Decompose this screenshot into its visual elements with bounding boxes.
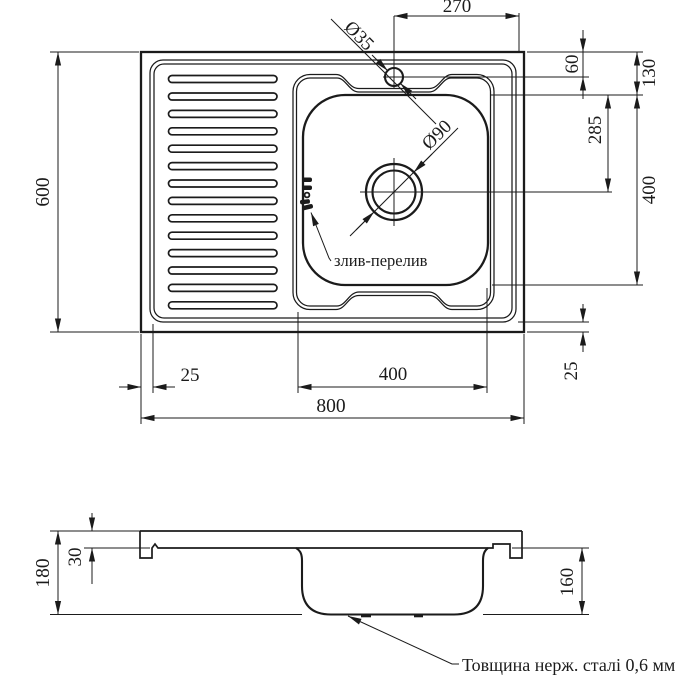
dim-flange-right: 25 (518, 304, 589, 381)
dim-bowl-height: 400 (492, 95, 660, 286)
dim-side-rim-drop: 30 (65, 513, 150, 584)
side-profile (139, 530, 523, 618)
drain (360, 158, 612, 226)
dim-label-25-left: 25 (181, 365, 200, 386)
dim-bowl-from-top: 130 (490, 52, 660, 96)
bowl (301, 93, 490, 287)
dim-label-25-right: 25 (561, 362, 582, 381)
faucet-diameter-label: Ø35 (340, 17, 378, 55)
dim-label-285: 285 (585, 116, 606, 145)
drainboard-ribs (167, 74, 278, 310)
faucet-diameter-callout: Ø35 (330, 17, 437, 125)
dim-label-180: 180 (33, 558, 54, 587)
sink-rim-line-outer (149, 59, 517, 323)
dim-bowl-width: 400 (297, 288, 488, 393)
dim-label-400-right: 400 (639, 176, 660, 205)
dim-flange-left: 25 (119, 324, 200, 393)
thickness-note: Товщина нерж. сталі 0,6 мм (462, 655, 675, 675)
bowl-frame (292, 73, 495, 311)
dim-label-270: 270 (443, 0, 472, 17)
dim-faucet-offset: 270 (394, 0, 520, 51)
dim-side-overall-height: 180 (33, 530, 302, 615)
dim-label-600: 600 (33, 177, 54, 206)
top-view: злив-перелив Ø35 Ø90 600 270 (33, 0, 660, 424)
side-bowl-profile (295, 547, 489, 616)
dim-label-30: 30 (65, 548, 86, 567)
overflow-callout: злив-перелив (310, 212, 428, 270)
dim-faucet-from-top: 60 (527, 30, 643, 99)
dim-overall-width: 800 (140, 334, 525, 424)
thickness-callout: Товщина нерж. сталі 0,6 мм (347, 615, 675, 675)
sink-rim-line-inner (153, 63, 513, 319)
dim-label-160: 160 (557, 568, 578, 597)
dim-label-130: 130 (639, 59, 660, 88)
dim-drain-from-top: 285 (585, 95, 612, 192)
dim-label-800: 800 (316, 396, 345, 417)
drain-diameter-label: Ø90 (418, 116, 456, 154)
overflow-label: злив-перелив (334, 251, 428, 270)
dim-label-400-bottom: 400 (379, 364, 408, 385)
dim-label-60: 60 (562, 55, 583, 74)
faucet-hole (383, 16, 589, 88)
side-view: 180 30 160 Товщина нерж. сталі 0,6 мм (33, 513, 675, 675)
dim-side-bowl-depth: 160 (483, 547, 589, 615)
overflow-icon (299, 177, 314, 211)
dim-overall-height: 600 (33, 51, 139, 333)
